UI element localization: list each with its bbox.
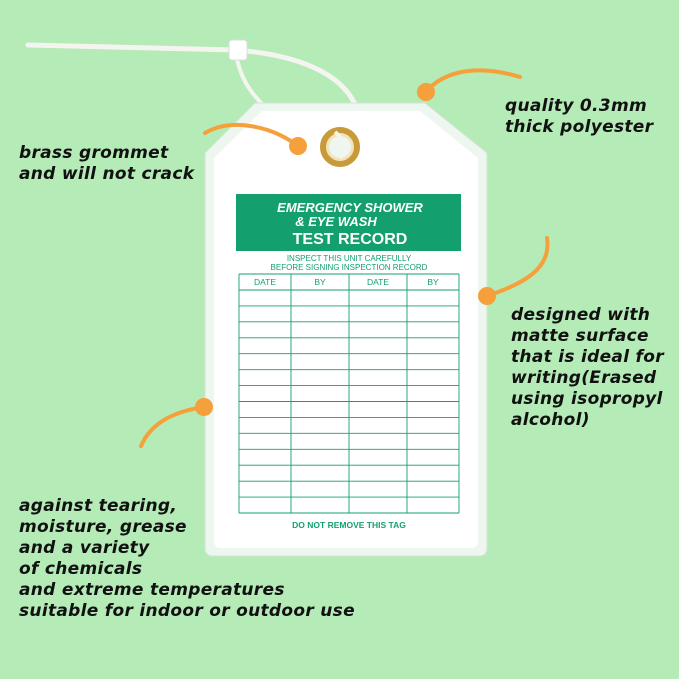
callout-grommet: brass grommet and will not crack [19,143,195,184]
dot-polyester [417,83,435,101]
pointer-durability [139,405,206,448]
table-column-header: BY [427,277,439,287]
pointer-surface [485,236,550,298]
record-table: DATE BY DATE BY [238,273,460,514]
table-column-header: DATE [254,277,276,287]
pointer-grommet [203,122,300,148]
callout-durability: against tearing, moisture, grease and a … [19,496,355,621]
tag-instruction-line1: INSPECT THIS UNIT CAREFULLY [287,254,412,263]
table-column-header: BY [314,277,326,287]
tag-header-line1: EMERGENCY SHOWER [277,200,423,215]
tag-instruction-line2: BEFORE SIGNING INSPECTION RECORD [271,263,428,272]
callout-surface: designed with matte surface that is idea… [511,305,664,430]
dot-surface [478,287,496,305]
dot-grommet [289,137,307,155]
pointer-polyester [424,68,522,94]
table-column-header: DATE [367,277,389,287]
callout-polyester: quality 0.3mm thick polyester [505,96,654,137]
tag-footer: DO NOT REMOVE THIS TAG [292,520,406,530]
tag-header-line3: TEST RECORD [293,231,408,248]
brass-grommet [320,127,360,167]
dot-durability [195,398,213,416]
tag [204,102,488,557]
tag-header-line2: & EYE WASH [295,214,377,229]
callout-dots [195,83,496,416]
tag-header-band [236,194,461,251]
